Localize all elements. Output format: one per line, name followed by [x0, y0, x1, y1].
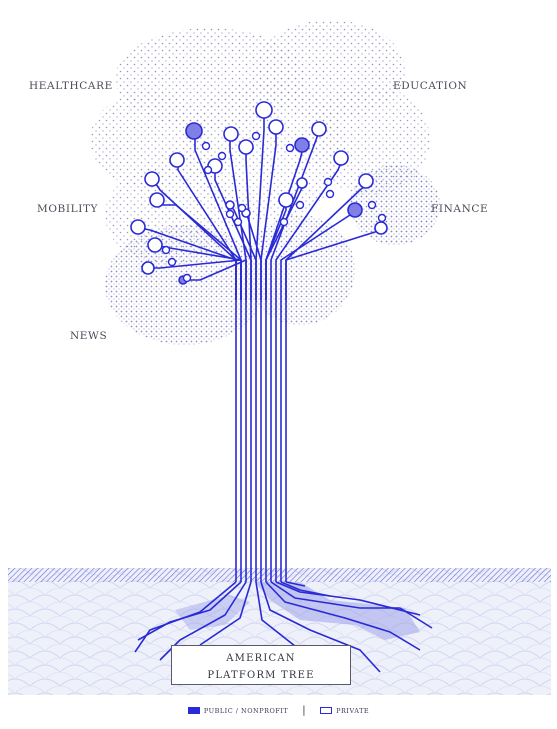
- twig-node: [239, 205, 246, 212]
- legend: PUBLIC / NONPROFIT | PRIVATE: [0, 705, 557, 716]
- twig-node: [205, 167, 212, 174]
- branch-node: [348, 203, 362, 217]
- legend-separator: |: [302, 705, 306, 716]
- branch-node: [297, 178, 307, 188]
- branch-node: [239, 140, 253, 154]
- canopy-cloud: [90, 20, 440, 345]
- branch-node: [170, 153, 184, 167]
- branch-node: [150, 193, 164, 207]
- twig-node: [219, 153, 226, 160]
- twig-node: [297, 202, 304, 209]
- private-swatch: [320, 707, 332, 714]
- label-news: NEWS: [70, 330, 107, 342]
- label-mobility: MOBILITY: [37, 203, 98, 215]
- twig-node: [379, 215, 386, 222]
- branch-node: [142, 262, 154, 274]
- branch-node: [334, 151, 348, 165]
- label-education: EDUCATION: [393, 80, 467, 92]
- twig-node: [163, 247, 170, 254]
- twig-node: [327, 191, 334, 198]
- twig-node: [169, 259, 176, 266]
- branch-node: [224, 127, 238, 141]
- twig-node: [287, 145, 294, 152]
- title-line-1: AMERICAN: [172, 650, 350, 667]
- title-line-2: PLATFORM TREE: [172, 667, 350, 684]
- title-box: AMERICAN PLATFORM TREE: [171, 645, 351, 685]
- branch-node: [256, 102, 272, 118]
- twig-node: [325, 179, 332, 186]
- label-healthcare: HEALTHCARE: [29, 80, 113, 92]
- trunk: [236, 300, 286, 582]
- branch-node: [312, 122, 326, 136]
- twig-node: [184, 275, 191, 282]
- branch-node: [269, 120, 283, 134]
- branch-node: [279, 193, 293, 207]
- branch-node: [131, 220, 145, 234]
- twig-node: [203, 143, 210, 150]
- branch-node: [186, 123, 202, 139]
- branch-node: [148, 238, 162, 252]
- twig-node: [253, 133, 260, 140]
- twig-node: [281, 219, 288, 226]
- branch-node: [295, 138, 309, 152]
- branch-node: [226, 201, 234, 209]
- branch-node: [375, 222, 387, 234]
- twig-node: [369, 202, 376, 209]
- public-swatch: [188, 707, 200, 714]
- legend-public-label: PUBLIC / NONPROFIT: [204, 707, 288, 715]
- twig-node: [227, 211, 234, 218]
- legend-private-label: PRIVATE: [336, 707, 369, 715]
- branch-node: [359, 174, 373, 188]
- twig-node: [235, 219, 242, 226]
- label-finance: FINANCE: [431, 203, 488, 215]
- branch-node: [145, 172, 159, 186]
